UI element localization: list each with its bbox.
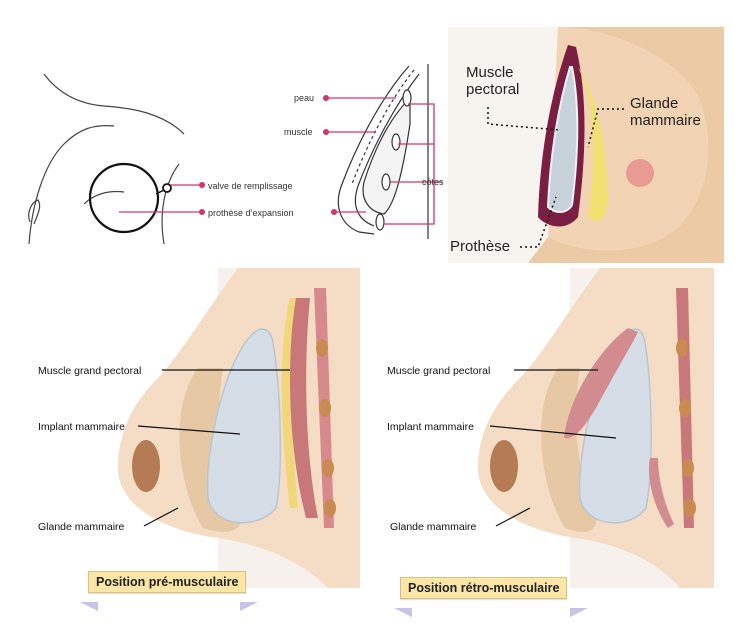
tissue-expander-diagram: valve de remplissage prothèse d’expansio…	[24, 54, 448, 250]
chest-cross-section	[337, 64, 429, 239]
pectoral-muscle	[290, 298, 318, 518]
breast-cross-section-color: Muscle pectoral Glande mammaire Prothèse	[448, 27, 724, 263]
caption-wedge-right	[240, 602, 258, 611]
mammary-gland	[578, 67, 608, 221]
label-ribs: côtes	[422, 177, 444, 187]
ribs	[676, 339, 696, 517]
expander-outline	[88, 162, 160, 234]
implant-leader	[137, 425, 241, 435]
torso-outline	[28, 73, 185, 245]
label-gland-line2: mammaire	[630, 112, 701, 129]
label-muscle-grand-pectoral: Muscle grand pectoral	[38, 365, 141, 377]
breast-anatomy-illustration: Muscle pectoral Glande mammaire Prothèse	[448, 27, 724, 263]
caption-pre-musculaire: Position pré-musculaire	[88, 571, 247, 593]
retro-muscular-diagram: Muscle grand pectoral Implant mammaire G…	[380, 268, 714, 620]
implant-leader	[489, 425, 617, 439]
gland-leader	[587, 108, 624, 148]
breast-outline	[548, 27, 709, 251]
nipple-areola	[132, 440, 160, 492]
pectoral-muscle	[564, 328, 638, 439]
label-skin: peau	[294, 93, 314, 103]
ribs-leader-bracket	[384, 103, 442, 225]
muscle-leader	[487, 107, 561, 131]
nipple	[626, 159, 654, 187]
caption-wedge-left	[394, 608, 412, 617]
implant-shape	[206, 328, 282, 524]
prosthesis-leader-dot	[198, 208, 206, 216]
label-gland-line1: Glande	[630, 95, 678, 112]
label-muscle: muscle	[284, 127, 313, 137]
label-muscle-line1: Muscle	[466, 64, 514, 81]
label-gland: Glande mammaire	[390, 521, 477, 533]
tissue-expander-illustration: valve de remplissage prothèse d’expansio…	[28, 64, 444, 245]
caption-wedge-left	[80, 602, 98, 611]
caption-retro-musculaire: Position rétro-musculaire	[400, 577, 568, 599]
label-implant: Implant mammaire	[38, 421, 125, 433]
ribs	[316, 339, 336, 517]
breast-skin	[528, 27, 724, 263]
pre-muscular-diagram: Muscle grand pectoral Implant mammaire G…	[28, 268, 360, 620]
valve-leader-dot	[198, 181, 206, 189]
label-muscle-line2: pectoral	[466, 81, 519, 98]
gland-leader	[495, 507, 531, 527]
label-prothese: Prothèse	[450, 238, 510, 255]
label-muscle-grand-pectoral: Muscle grand pectoral	[387, 365, 490, 377]
label-implant: Implant mammaire	[387, 421, 474, 433]
pre-muscular-illustration: Muscle grand pectoral Implant mammaire G…	[28, 268, 360, 588]
prothese-leader	[520, 196, 557, 248]
label-valve: valve de remplissage	[208, 181, 293, 191]
nipple-areola	[490, 440, 518, 492]
caption-wedge-right	[570, 608, 588, 617]
valve-icon	[155, 183, 172, 195]
label-gland: Glande mammaire	[38, 521, 125, 533]
label-prosthesis-expansion: prothèse d’expansion	[208, 208, 294, 218]
prosthesis-shape	[546, 66, 579, 213]
gland-leader	[143, 507, 179, 527]
retro-muscular-illustration: Muscle grand pectoral Implant mammaire G…	[380, 268, 714, 588]
pectoral-muscle-lower	[648, 458, 674, 528]
